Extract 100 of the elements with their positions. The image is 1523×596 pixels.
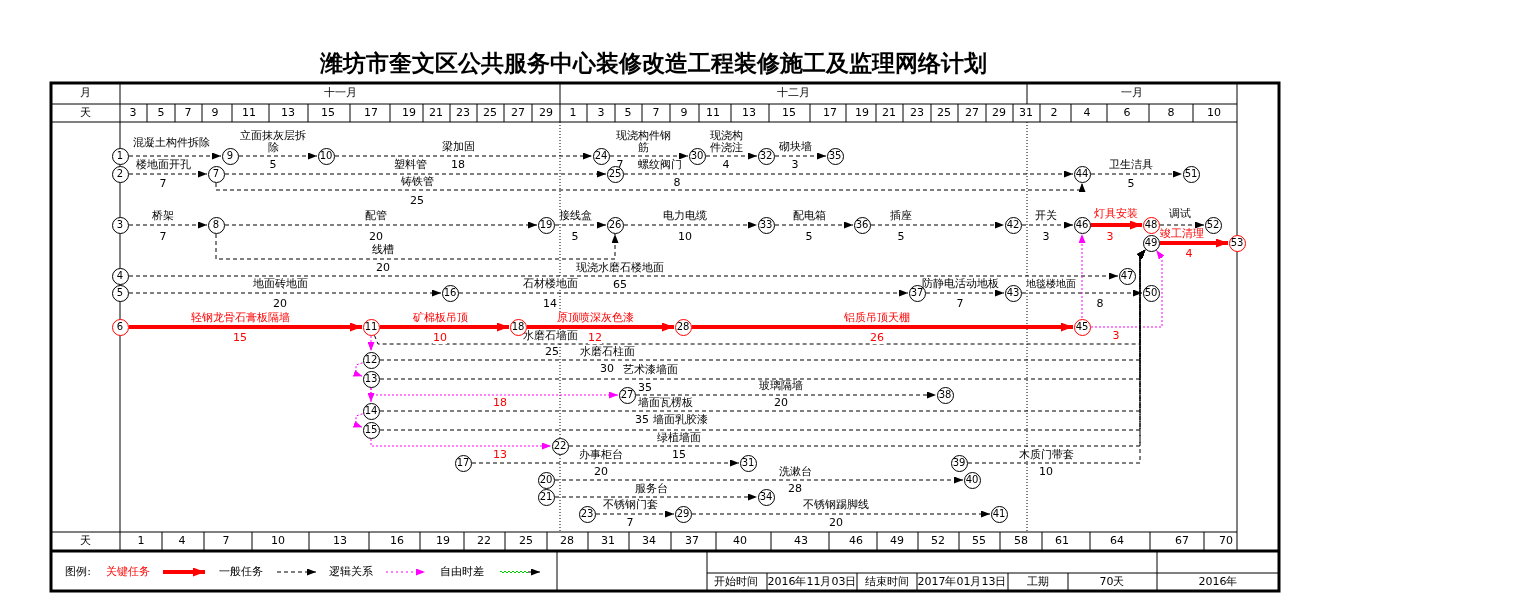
duration-label: 18 [451, 159, 465, 171]
table-cell: 6 [1123, 107, 1131, 119]
logic-arrow [367, 335, 375, 352]
task-arrow [128, 170, 208, 178]
duration-label: 13 [493, 449, 507, 461]
event-node: 14 [362, 402, 380, 420]
event-node: 13 [362, 370, 380, 388]
duration-label: 25 [410, 195, 424, 207]
edge-label: 楼地面开孔 [135, 159, 191, 171]
edge-label: 灯具安装 [1094, 208, 1138, 220]
table-cell: 17 [364, 107, 378, 119]
edge-label: 现浇构件浇注 [707, 130, 745, 154]
critical-arrow [1091, 220, 1142, 230]
event-node: 41 [990, 505, 1008, 523]
table-cell: 49 [890, 535, 904, 547]
duration-label: 5 [1127, 178, 1135, 190]
event-node: 50 [1142, 284, 1160, 302]
edge-label: 塑料管 [393, 159, 427, 171]
edge-label: 艺术漆墙面 [622, 364, 678, 376]
task-arrow [128, 272, 1119, 280]
table-cell: 1 [569, 107, 577, 119]
event-node: 1 [111, 147, 129, 165]
task-arrow [623, 170, 1074, 178]
duration-label: 65 [613, 279, 627, 291]
critical-arrow [692, 322, 1073, 332]
edge-label: 石材楼地面 [522, 278, 578, 290]
table-cell: 25 [937, 107, 951, 119]
task-arrow [458, 289, 909, 297]
event-node: 43 [1004, 284, 1022, 302]
task-arrow [609, 152, 689, 160]
event-node: 32 [757, 147, 775, 165]
logic-arrow [352, 413, 363, 428]
duration-label: 7 [956, 298, 964, 310]
edge-label: 电力电缆 [663, 210, 707, 222]
event-node: 46 [1073, 216, 1091, 234]
event-node: 16 [441, 284, 459, 302]
table-cell: 7 [184, 107, 192, 119]
event-node: 21 [537, 488, 555, 506]
duration-label: 20 [829, 517, 843, 529]
logic-arrow [1078, 233, 1086, 319]
table-cell: 10 [271, 535, 285, 547]
edge-label: 桥架 [152, 210, 174, 222]
event-node: 28 [674, 318, 692, 336]
table-cell: 21 [882, 107, 896, 119]
task-arrow [1159, 221, 1205, 229]
table-cell: 十一月 [323, 87, 357, 99]
table-cell: 2 [1050, 107, 1058, 119]
edge-label: 线槽 [372, 244, 394, 256]
event-node: 31 [739, 454, 757, 472]
table-cell: 52 [931, 535, 945, 547]
event-node: 9 [221, 147, 239, 165]
task-arrow [635, 391, 937, 399]
event-node: 49 [1142, 234, 1160, 252]
legend-title: 图例: [65, 566, 91, 578]
table-cell: 25 [519, 535, 533, 547]
task-arrow [691, 510, 991, 518]
duration-label: 35 [635, 414, 649, 426]
duration-label: 3 [1106, 231, 1114, 243]
event-node: 20 [537, 471, 555, 489]
table-cell: 9 [211, 107, 219, 119]
table-cell: 3 [129, 107, 137, 119]
duration-label: 4 [722, 159, 730, 171]
table-cell: 一月 [1121, 87, 1143, 99]
table-cell: 61 [1055, 535, 1069, 547]
duration-label: 7 [159, 178, 167, 190]
table-cell: 11 [706, 107, 720, 119]
event-node: 51 [1182, 165, 1200, 183]
duration-label: 20 [273, 298, 287, 310]
event-node: 42 [1004, 216, 1022, 234]
table-cell: 天 [79, 107, 91, 119]
event-node: 23 [578, 505, 596, 523]
table-cell: 2016年 [1198, 576, 1238, 588]
duration-label: 15 [672, 449, 686, 461]
event-node: 52 [1204, 216, 1222, 234]
event-node: 27 [618, 386, 636, 404]
duration-label: 14 [543, 298, 557, 310]
edge-label: 螺纹阀门 [638, 159, 682, 171]
task-arrow [554, 476, 964, 484]
edge-label: 竣工清理 [1160, 228, 1204, 240]
event-node: 4 [111, 267, 129, 285]
duration-label: 20 [594, 466, 608, 478]
duration-label: 26 [870, 332, 884, 344]
task-arrow [705, 152, 758, 160]
table-cell: 29 [539, 107, 553, 119]
duration-label: 28 [788, 483, 802, 495]
event-node: 10 [317, 147, 335, 165]
table-cell: 开始时间 [714, 576, 758, 588]
edge-label: 木质门带套 [1018, 449, 1074, 461]
table-cell: 22 [477, 535, 491, 547]
duration-label: 30 [600, 363, 614, 375]
edge-label: 不锈钢门套 [602, 499, 658, 511]
duration-label: 20 [774, 397, 788, 409]
event-node: 48 [1142, 216, 1160, 234]
edge-label: 配电箱 [792, 210, 826, 222]
table-cell: 13 [333, 535, 347, 547]
edge-label: 原顶喷深灰色漆 [556, 312, 634, 324]
table-cell: 37 [685, 535, 699, 547]
table-cell: 17 [823, 107, 837, 119]
duration-label: 8 [1096, 298, 1104, 310]
table-cell: 8 [1167, 107, 1175, 119]
